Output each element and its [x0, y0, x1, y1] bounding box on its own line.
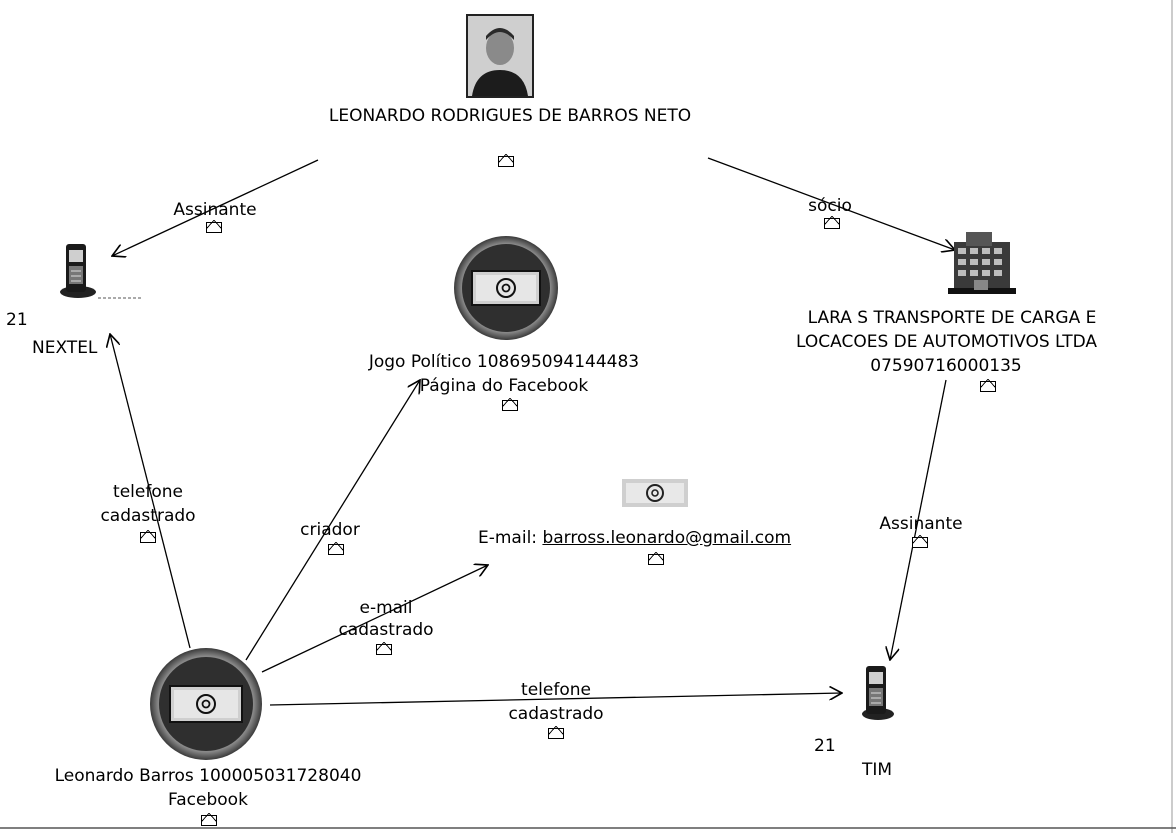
facebook-profile-node[interactable]	[150, 648, 262, 760]
edge-label-criador: criador	[300, 520, 360, 540]
jogo-page-title: Jogo Político 108695094144483	[368, 352, 640, 372]
mobile-phone-icon[interactable]	[60, 244, 142, 299]
email-address-link[interactable]: barross.leonardo@gmail.com	[542, 528, 792, 548]
tim-label: TIM	[862, 760, 893, 780]
person-photo-icon[interactable]	[466, 14, 534, 98]
envelope-icon[interactable]	[824, 216, 840, 229]
envelope-icon[interactable]	[980, 379, 996, 392]
envelope-icon[interactable]	[912, 535, 928, 548]
company-name-line2: LOCACOES DE AUTOMOTIVOS LTDA	[796, 332, 1097, 352]
email-node[interactable]	[622, 479, 688, 507]
edge-telefone-nextel[interactable]	[110, 334, 191, 649]
envelope-icon[interactable]	[498, 154, 514, 167]
building-icon[interactable]	[948, 232, 1016, 294]
at-sign-icon	[496, 278, 516, 298]
nextel-area-code: 21	[6, 310, 28, 330]
at-sign-icon	[646, 484, 664, 502]
edge-label-telefone-nextel-2: cadastrado	[100, 506, 196, 526]
company-cnpj: 07590716000135	[870, 356, 1022, 376]
jogo-page-type: Página do Facebook	[419, 376, 589, 396]
envelope-icon[interactable]	[328, 542, 344, 555]
envelope-icon[interactable]	[648, 552, 664, 565]
edge-label-socio: sócio	[808, 196, 852, 216]
edge-assinante-tim[interactable]	[890, 379, 947, 660]
edge-criador[interactable]	[245, 380, 420, 661]
envelope-icon[interactable]	[376, 642, 392, 655]
at-sign-icon	[196, 694, 216, 714]
facebook-profile-name: Leonardo Barros 100005031728040	[54, 766, 362, 786]
envelope-icon[interactable]	[206, 220, 222, 233]
person-name: LEONARDO RODRIGUES DE BARROS NETO	[328, 106, 692, 126]
edge-telefone-tim[interactable]	[269, 693, 842, 706]
edge-label-telefone-tim-2: cadastrado	[508, 704, 604, 724]
edge-socio[interactable]	[707, 157, 955, 250]
envelope-icon[interactable]	[140, 530, 156, 543]
edge-assinante-nextel[interactable]	[112, 159, 319, 256]
mobile-phone-icon[interactable]	[862, 666, 894, 720]
email-prefix: E-mail:	[478, 528, 543, 548]
edge-label-email-cadastrado-1: e-mail	[359, 598, 413, 618]
edge-label-telefone-tim-1: telefone	[521, 680, 591, 700]
envelope-icon[interactable]	[201, 813, 217, 826]
facebook-profile-type: Facebook	[168, 790, 248, 810]
edge-label-assinante-nextel: Assinante	[173, 200, 257, 220]
web-page-node[interactable]	[454, 236, 558, 340]
company-name-line1: LARA S TRANSPORTE DE CARGA E	[807, 308, 1097, 328]
email-label: E-mail: barross.leonardo@gmail.com	[478, 528, 791, 549]
nextel-label: NEXTEL	[32, 338, 98, 358]
edge-label-telefone-nextel-1: telefone	[113, 482, 183, 502]
edge-label-email-cadastrado-2: cadastrado	[338, 620, 434, 640]
edge-email-cadastrado[interactable]	[261, 565, 488, 673]
edge-label-assinante-tim: Assinante	[879, 514, 963, 534]
envelope-icon[interactable]	[548, 726, 564, 739]
tim-area-code: 21	[814, 736, 836, 756]
envelope-icon[interactable]	[502, 398, 518, 411]
